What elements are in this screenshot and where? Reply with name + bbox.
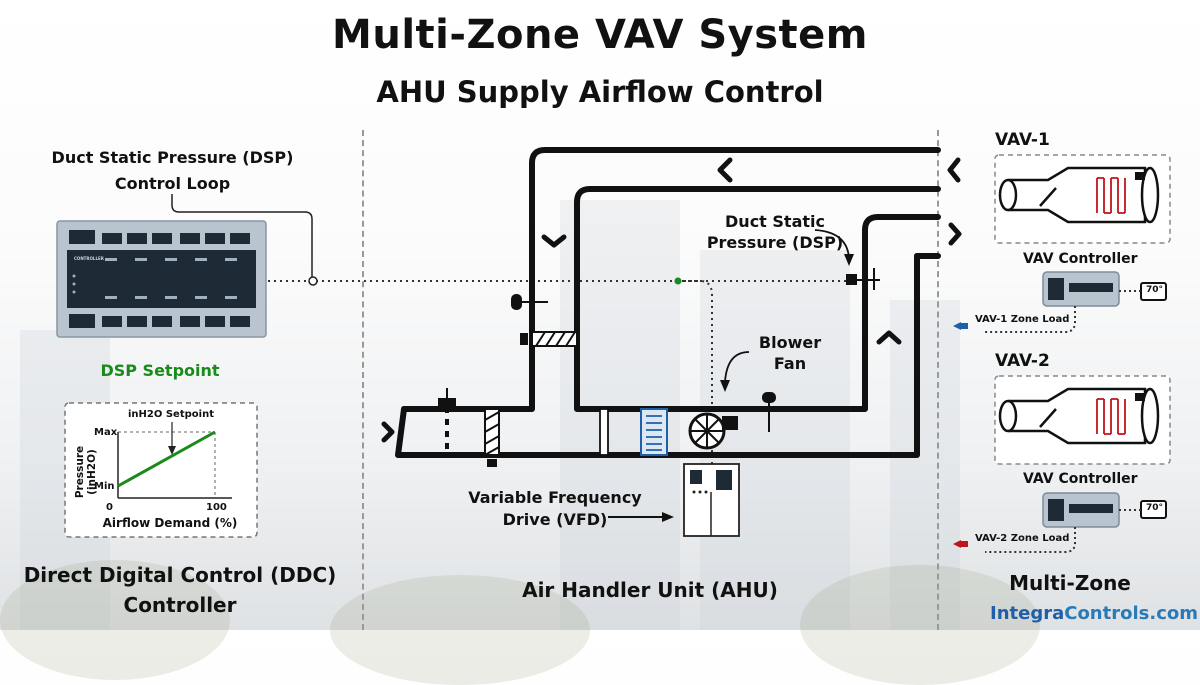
vfd-signal-line bbox=[678, 280, 713, 470]
multizone-section-label: Multi-Zone bbox=[1009, 571, 1131, 595]
vav2-controller-label: VAV Controller bbox=[1023, 471, 1138, 487]
ahu-ductwork bbox=[395, 147, 941, 458]
vav1-zone-load: VAV-1 Zone Load bbox=[975, 314, 1070, 325]
loop-tap-point bbox=[308, 276, 318, 286]
dsp-label: Duct Static Pressure (DSP) bbox=[706, 212, 844, 252]
vav1-box bbox=[994, 154, 1171, 244]
loop-label-leader bbox=[171, 194, 313, 281]
graph-y-max: Max bbox=[94, 427, 118, 438]
vfd-unit bbox=[683, 463, 740, 537]
background-building bbox=[700, 250, 850, 630]
supply-sensor bbox=[762, 392, 776, 403]
background-building bbox=[890, 300, 960, 630]
vav2-thermostat: 70° bbox=[1146, 503, 1164, 513]
vav2-label: VAV-2 bbox=[995, 351, 1050, 371]
signal-node bbox=[674, 277, 682, 285]
return-sensor bbox=[511, 294, 522, 310]
graph-xlabel: Airflow Demand (%) bbox=[102, 516, 238, 530]
vav1-controller-label: VAV Controller bbox=[1023, 251, 1138, 267]
graph-x-max: 100 bbox=[206, 502, 227, 513]
vav1-controller bbox=[953, 271, 1167, 333]
vav2-zone-load: VAV-2 Zone Load bbox=[975, 533, 1070, 544]
vav1-thermostat: 70° bbox=[1146, 285, 1164, 295]
graph-y-min: Min bbox=[94, 481, 115, 492]
section-divider-left bbox=[362, 130, 364, 630]
brand-part2: Controls.com bbox=[1064, 603, 1198, 624]
dsp-sensor bbox=[846, 274, 857, 285]
vfd-label: Variable Frequency Drive (VFD) bbox=[468, 488, 642, 529]
oa-sensor bbox=[438, 398, 456, 407]
loop-label: Duct Static Pressure (DSP) Control Loop bbox=[51, 148, 294, 193]
vav1-label: VAV-1 bbox=[995, 130, 1050, 150]
filter bbox=[599, 408, 609, 456]
graph-x-min: 0 bbox=[106, 502, 113, 513]
page-title: Multi-Zone VAV System bbox=[332, 12, 868, 58]
blower-fan-label: Blower Fan bbox=[758, 333, 822, 373]
page-subtitle: AHU Supply Airflow Control bbox=[376, 75, 824, 109]
system-diagram bbox=[56, 147, 1171, 553]
controller-tag: CONTROLLER bbox=[74, 256, 104, 261]
brand-footer[interactable]: IntegraControls.com bbox=[990, 603, 1198, 624]
vav2-box bbox=[994, 375, 1171, 465]
section-divider-right bbox=[937, 130, 939, 630]
ddc-controller bbox=[56, 220, 267, 338]
ahu-section-label: Air Handler Unit (AHU) bbox=[522, 578, 778, 602]
brand-part1: Integra bbox=[990, 603, 1065, 624]
graph-title: inH2O Setpoint bbox=[128, 409, 214, 420]
ahu-duct-arrows bbox=[381, 157, 962, 443]
ddc-section-label: Direct Digital Control (DDC) Controller bbox=[23, 563, 337, 617]
setpoint-line bbox=[117, 430, 216, 488]
dsp-setpoint-label: DSP Setpoint bbox=[100, 361, 220, 380]
vav2-controller bbox=[953, 492, 1167, 553]
dsp-setpoint-graph bbox=[64, 402, 258, 538]
